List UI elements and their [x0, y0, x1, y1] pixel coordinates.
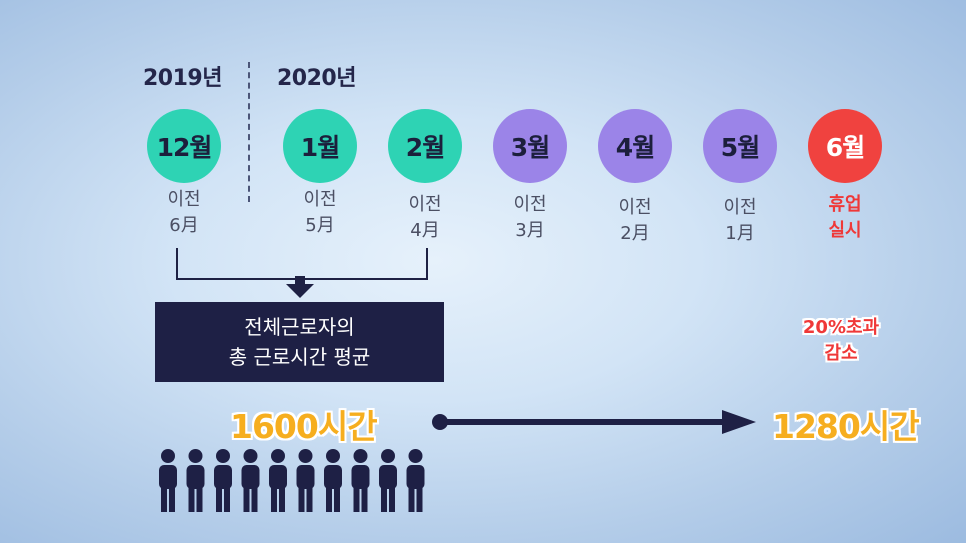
person-icon — [241, 449, 260, 512]
reduction-note: 20%초과 감소 — [786, 315, 896, 367]
month-sub-line: 3月 — [515, 220, 545, 241]
month-sub-dec: 이전 6月 — [139, 187, 229, 239]
month-sub-feb: 이전 4月 — [380, 192, 470, 244]
month-sub-line: 이전 — [513, 194, 547, 215]
month-sub-apr: 이전 2月 — [590, 195, 680, 247]
summary-box-line2: 총 근로시간 평균 — [228, 345, 371, 369]
month-sub-line: 이전 — [303, 189, 337, 210]
month-sub-jun: 휴업 실시 — [800, 192, 890, 244]
person-icon — [159, 449, 177, 512]
month-circle-dec: 12월 — [147, 109, 221, 183]
person-icon — [406, 449, 425, 512]
month-sub-line: 2月 — [620, 223, 650, 244]
month-sub-line: 1月 — [725, 223, 755, 244]
before-hours: 1600시간 — [230, 407, 378, 446]
summary-box-line1: 전체근로자의 — [244, 315, 355, 339]
after-hours: 1280시간 — [772, 407, 920, 446]
summary-box: 전체근로자의 총 근로시간 평균 — [155, 302, 444, 382]
down-arrow-icon — [286, 276, 314, 298]
person-icon — [379, 449, 397, 512]
month-circle-jan: 1월 — [283, 109, 357, 183]
month-sub-line: 휴업 — [828, 194, 862, 215]
month-circle-apr: 4월 — [598, 109, 672, 183]
person-icon — [324, 449, 342, 512]
month-sub-line: 이전 — [408, 194, 442, 215]
month-sub-line: 이전 — [167, 189, 201, 210]
person-icon — [351, 449, 370, 512]
month-sub-mar: 이전 3月 — [485, 192, 575, 244]
people-group — [159, 449, 425, 512]
month-circle-jun: 6월 — [808, 109, 882, 183]
month-sub-line: 4月 — [410, 220, 440, 241]
month-sub-may: 이전 1月 — [695, 195, 785, 247]
month-circle-may: 5월 — [703, 109, 777, 183]
person-icon — [214, 449, 232, 512]
reduction-note-line1: 20%초과 — [802, 317, 880, 338]
reduction-note-line2: 감소 — [824, 343, 858, 364]
year-2020-label: 2020년 — [277, 66, 356, 91]
year-divider — [248, 62, 250, 202]
month-circle-feb: 2월 — [388, 109, 462, 183]
person-icon — [186, 449, 205, 512]
month-sub-line: 이전 — [723, 197, 757, 218]
month-sub-line: 5月 — [305, 215, 335, 236]
month-sub-jan: 이전 5月 — [275, 187, 365, 239]
month-sub-line: 이전 — [618, 197, 652, 218]
person-icon — [296, 449, 315, 512]
month-sub-line: 실시 — [828, 220, 862, 241]
month-sub-line: 6月 — [169, 215, 199, 236]
month-circle-mar: 3월 — [493, 109, 567, 183]
year-2019-label: 2019년 — [143, 66, 222, 91]
right-arrow-icon — [432, 410, 756, 434]
person-icon — [269, 449, 287, 512]
